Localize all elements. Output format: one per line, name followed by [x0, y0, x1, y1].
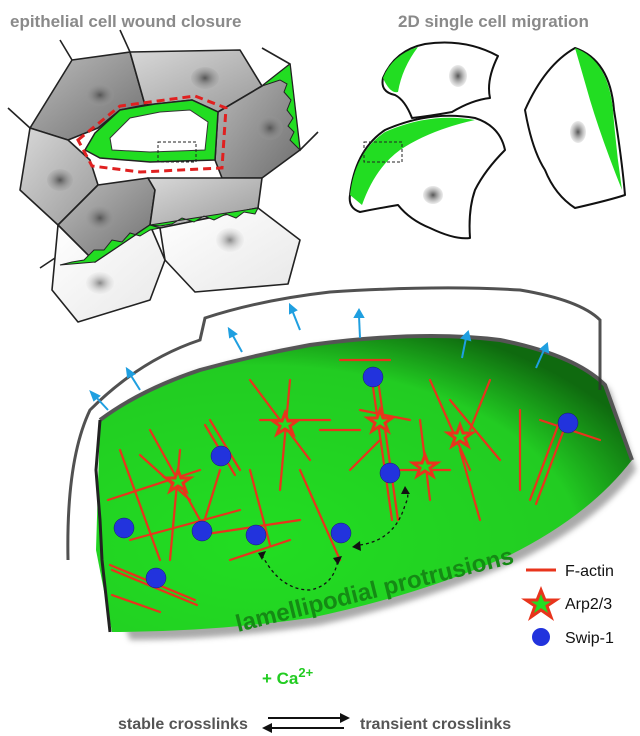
title-single-cell-migration: 2D single cell migration: [398, 12, 589, 31]
equilibrium: + Ca2+ stable crosslinks transient cross…: [118, 665, 511, 733]
legend-arp-label: Arp2/3: [565, 596, 612, 613]
legend-swip-label: Swip-1: [565, 630, 614, 647]
swip1-dot: [331, 523, 351, 543]
stable-crosslinks-label: stable crosslinks: [118, 716, 248, 733]
legend-swip-swatch: [532, 628, 550, 646]
swip1-dot: [380, 463, 400, 483]
swip1-dot: [192, 521, 212, 541]
swip1-dot: [363, 367, 383, 387]
transient-crosslinks-label: transient crosslinks: [360, 716, 511, 733]
swip1-dot: [558, 413, 578, 433]
calcium-label: + Ca2+: [262, 665, 314, 688]
swip1-dot: [146, 568, 166, 588]
migrating-cells: [350, 43, 625, 239]
legend: F-actin Arp2/3 Swip-1: [526, 563, 614, 647]
legend-arp-swatch: [526, 590, 556, 617]
swip1-dot: [211, 446, 231, 466]
swip1-dot: [246, 525, 266, 545]
title-wound-closure: epithelial cell wound closure: [10, 12, 241, 31]
swip1-dot: [114, 518, 134, 538]
legend-factin-label: F-actin: [565, 563, 614, 580]
